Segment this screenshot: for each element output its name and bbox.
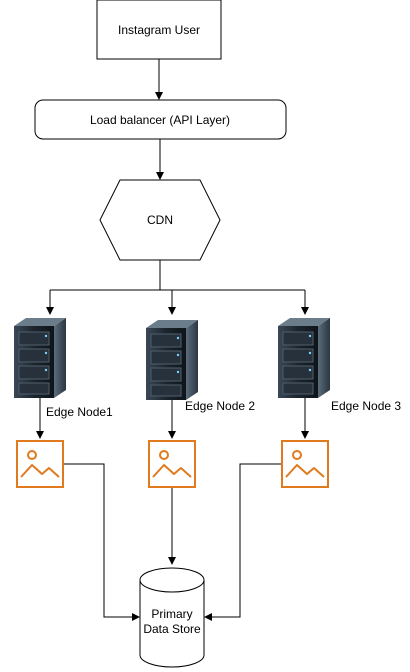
data-store-label-line1: Primary [151,607,192,621]
instagram-user-node: Instagram User [96,0,222,60]
image-icon-3 [281,440,329,488]
load-balancer-label: Load balancer (API Layer) [90,113,230,127]
image-icon [281,440,329,488]
cdn-node: CDN [99,179,221,261]
edge-node-3-label: Edge Node 3 [331,399,401,413]
edge-node-2-label: Edge Node 2 [185,399,255,413]
image-icon [148,440,196,488]
server-rack-3 [278,318,330,398]
instagram-user-label: Instagram User [118,23,200,37]
server-rack-1 [14,318,66,398]
load-balancer-node: Load balancer (API Layer) [34,99,287,140]
server-rack-icon [146,320,198,400]
data-store-label-line2: Data Store [143,622,201,636]
server-rack-icon [14,318,66,398]
cdn-label: CDN [147,213,173,227]
image-to-store-connectors [64,463,281,621]
edge-node-1-label: Edge Node1 [46,405,113,419]
image-icon-1 [16,440,64,488]
server-rack-2 [146,320,198,400]
server-rack-icon [278,318,330,398]
cdn-fanout-connector [46,260,309,315]
primary-data-store-node: Primary Data Store [139,567,205,668]
image-icon-2 [148,440,196,488]
image-icon [16,440,64,488]
